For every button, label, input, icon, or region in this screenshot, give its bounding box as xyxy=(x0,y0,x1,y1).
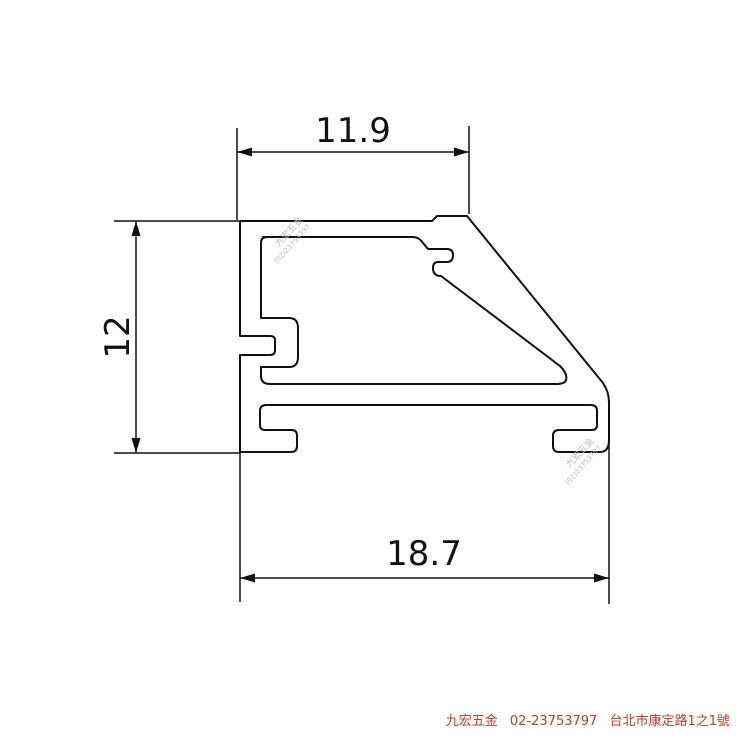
dim-label-bottom-width: 18.7 xyxy=(386,534,462,574)
profile-outer-contour xyxy=(239,215,610,453)
extension-lines xyxy=(114,126,610,604)
dimension-lines xyxy=(131,147,609,583)
dim-label-height: 12 xyxy=(98,315,138,358)
watermark-lower: 九宏五金 (02)23753797 xyxy=(563,435,603,486)
footer-company: 九宏五金 xyxy=(445,714,498,729)
footer-phone: 02-23753797 xyxy=(509,714,598,729)
profile-inner-contour xyxy=(260,236,568,385)
dim-label-top-width: 11.9 xyxy=(315,111,391,151)
footer-address: 台北市康定路1之1號 xyxy=(609,714,730,729)
aluminum-profile xyxy=(239,215,610,453)
footer-contact: 九宏五金 02-23753797 台北市康定路1之1號 xyxy=(446,710,730,729)
